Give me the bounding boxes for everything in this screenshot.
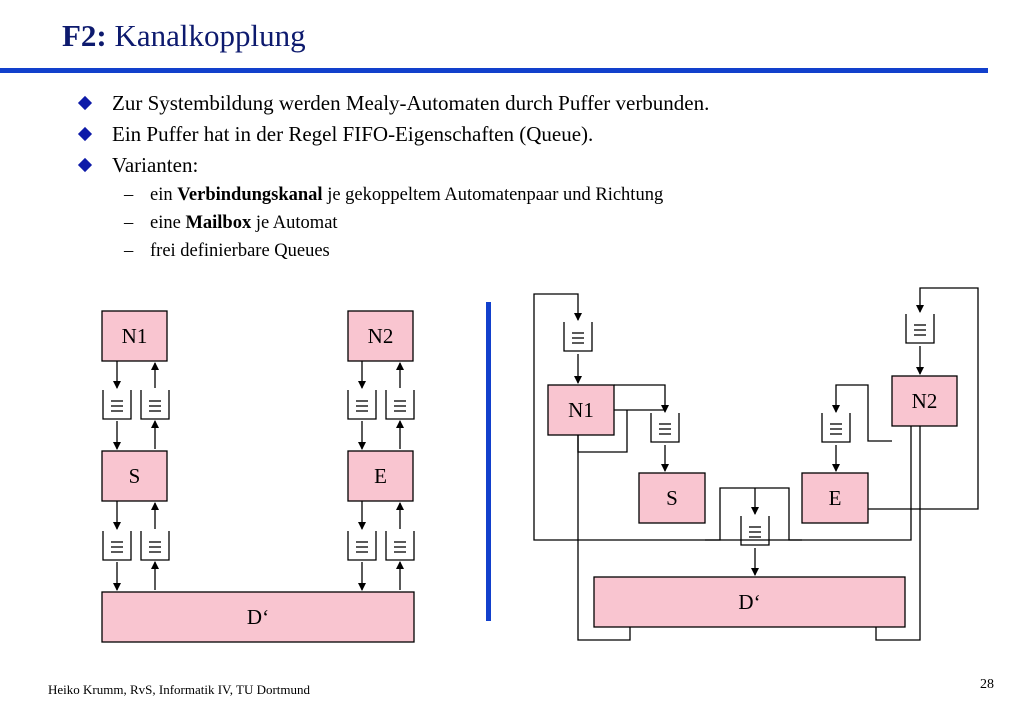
- label-n1-right: N1: [568, 398, 594, 422]
- box-n1-left: [101, 310, 168, 362]
- sub-bullet-list: –ein Verbindungskanal je gekoppeltem Aut…: [124, 181, 663, 265]
- box-n2-right: [891, 375, 958, 427]
- label-n1-left: N1: [122, 324, 148, 348]
- mailbox-arrow: [832, 384, 892, 442]
- label-n2-left: N2: [368, 324, 394, 348]
- mailbox-arrow: [533, 293, 912, 541]
- box-d-left: [101, 591, 415, 643]
- box-e-right: [801, 472, 869, 524]
- label-s-left: S: [129, 464, 141, 488]
- sub-text-bold: Mailbox: [185, 213, 252, 233]
- bullet-item: Zur Systembildung werden Mealy-Automaten…: [77, 88, 710, 119]
- sub-text-bold: Verbindungskanal: [177, 185, 323, 205]
- queue-icon: [385, 390, 415, 420]
- dash-marker: –: [124, 185, 134, 205]
- queue-icon: [905, 314, 935, 344]
- diagram-divider: [486, 302, 491, 621]
- mailbox-line: [577, 435, 631, 641]
- queue-icon: [102, 390, 132, 420]
- bullet-item: Ein Puffer hat in der Regel FIFO-Eigensc…: [77, 119, 709, 150]
- mailbox-line: [875, 426, 921, 641]
- queue-icon: [140, 531, 170, 561]
- mailbox-arrow: [868, 287, 979, 510]
- box-d-right: [593, 576, 906, 628]
- sub-bullet-item: –ein Verbindungskanal je gekoppeltem Aut…: [124, 181, 663, 209]
- sub-bullet-item: –frei definierbare Queues: [124, 237, 663, 265]
- left-labels: N1 N2 S E D‘: [122, 324, 394, 629]
- title-text: Kanalkopplung: [114, 18, 306, 53]
- queue-icon: [650, 413, 680, 443]
- bullet-list: Zur Systembildung werden Mealy-Automaten…: [77, 88, 710, 181]
- dash-marker: –: [124, 213, 134, 233]
- left-channel-diagram: [101, 310, 415, 643]
- queue-icon: [347, 531, 377, 561]
- sub-bullet-item: –eine Mailbox je Automat: [124, 209, 663, 237]
- right-queues: [563, 314, 935, 546]
- right-mailbox-diagram: [533, 287, 979, 641]
- box-s-right: [638, 472, 706, 524]
- slide-title: F2: Kanalkopplung: [62, 18, 306, 54]
- queue-icon: [140, 390, 170, 420]
- queue-icon: [102, 531, 132, 561]
- mailbox-arrow: [614, 408, 666, 411]
- queue-icon: [821, 413, 851, 443]
- footer-author: Heiko Krumm, RvS, Informatik IV, TU Dort…: [48, 682, 311, 697]
- sub-text-pre: ein: [150, 185, 178, 205]
- label-d-right: D‘: [738, 590, 760, 614]
- sub-text-post: je gekoppeltem Automatenpaar und Richtun…: [322, 185, 664, 205]
- label-s-right: S: [666, 486, 678, 510]
- title-prefix: F2:: [62, 18, 107, 53]
- mailbox-arrow: [614, 384, 669, 413]
- box-s-left: [101, 450, 168, 502]
- sub-text-pre: eine: [150, 213, 186, 233]
- dash-marker: –: [124, 241, 134, 261]
- label-d-left: D‘: [247, 605, 269, 629]
- label-e-right: E: [829, 486, 842, 510]
- sub-text-post: je Automat: [251, 213, 338, 233]
- bullet-text: Zur Systembildung werden Mealy-Automaten…: [112, 91, 710, 115]
- page-number: 28: [980, 677, 994, 692]
- label-e-left: E: [374, 464, 387, 488]
- box-n2-left: [347, 310, 414, 362]
- right-labels: N1 N2 S E D‘: [568, 389, 937, 614]
- box-e-left: [347, 450, 414, 502]
- bullet-item: Varianten:: [77, 150, 709, 181]
- sub-text-pre: frei definierbare Queues: [150, 241, 330, 261]
- label-n2-right: N2: [912, 389, 938, 413]
- bullet-text: Varianten:: [112, 153, 199, 177]
- box-n1-right: [547, 384, 615, 436]
- queue-icon: [385, 531, 415, 561]
- title-rule: [0, 68, 988, 73]
- queue-icon: [347, 390, 377, 420]
- bullet-text: Ein Puffer hat in der Regel FIFO-Eigensc…: [112, 122, 594, 146]
- queue-icon: [563, 322, 593, 352]
